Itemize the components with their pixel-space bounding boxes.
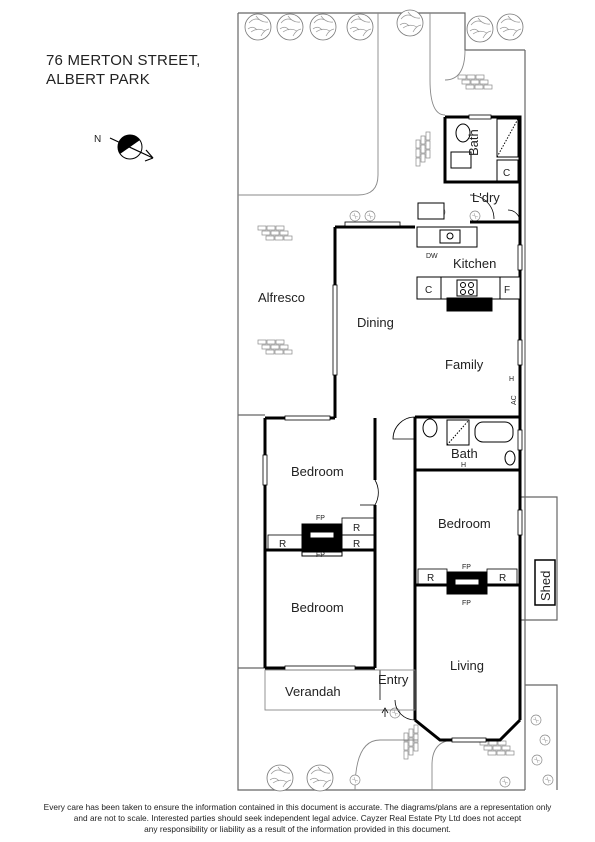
fireplaces [301, 523, 488, 595]
verandah-outline [264, 669, 416, 711]
label-h-bath: H [461, 462, 466, 469]
label-fp-right-bottom: FP [462, 600, 471, 607]
room-label-laundry: L'dry [472, 190, 500, 205]
room-label-family: Family [445, 357, 484, 372]
label-fp-top: FP [316, 515, 325, 522]
compass-icon [109, 134, 154, 162]
room-label-dining: Dining [357, 315, 394, 330]
windows [262, 114, 523, 743]
room-label-living: Living [450, 658, 484, 673]
kitchen-bench [416, 202, 521, 312]
label-r-2: R [353, 539, 360, 550]
room-label-bath-rear: Bath [466, 129, 481, 156]
address-line-2: ALBERT PARK [46, 71, 150, 88]
label-r-3: R [279, 539, 286, 550]
garden-edge [238, 13, 466, 791]
bathroom-fixtures [422, 118, 519, 466]
label-fp-right-top: FP [462, 564, 471, 571]
disclaimer-line-1: Every care has been taken to ensure the … [43, 802, 552, 812]
room-label-entry: Entry [378, 672, 409, 687]
compass-label: N [94, 134, 101, 145]
room-label-c-rear: C [503, 168, 510, 179]
room-label-bedroom-1: Bedroom [291, 464, 344, 479]
room-label-bath-mid: Bath [451, 446, 478, 461]
entry-arrow-icon [381, 707, 389, 717]
room-label-alfresco: Alfresco [258, 290, 305, 305]
address-line-1: 76 MERTON STREET, [46, 52, 201, 69]
room-label-shed: Shed [538, 571, 553, 601]
label-c-kitchen: C [425, 285, 432, 296]
floor-plan: N [94, 9, 558, 792]
disclaimer-line-3: any responsibility or liability as a res… [144, 824, 451, 834]
robes [267, 517, 518, 586]
label-r-1: R [353, 523, 360, 534]
label-fp-bottom: FP [316, 552, 325, 559]
room-label-kitchen: Kitchen [453, 256, 496, 271]
label-f-kitchen: F [504, 285, 510, 296]
property-boundary [237, 12, 558, 791]
label-r-4: R [427, 573, 434, 584]
room-label-bedroom-3: Bedroom [438, 516, 491, 531]
disclaimer: Every care has been taken to ensure the … [0, 802, 595, 835]
label-dw: DW [426, 253, 438, 260]
shed-outline [534, 559, 556, 606]
label-h-family: H [509, 376, 514, 383]
label-ac-family: AC [511, 395, 518, 405]
room-label-verandah: Verandah [285, 684, 341, 699]
label-r-5: R [499, 573, 506, 584]
doors [360, 194, 521, 721]
disclaimer-line-2: and are not to scale. Interested parties… [73, 813, 522, 823]
room-label-bedroom-2: Bedroom [291, 600, 344, 615]
